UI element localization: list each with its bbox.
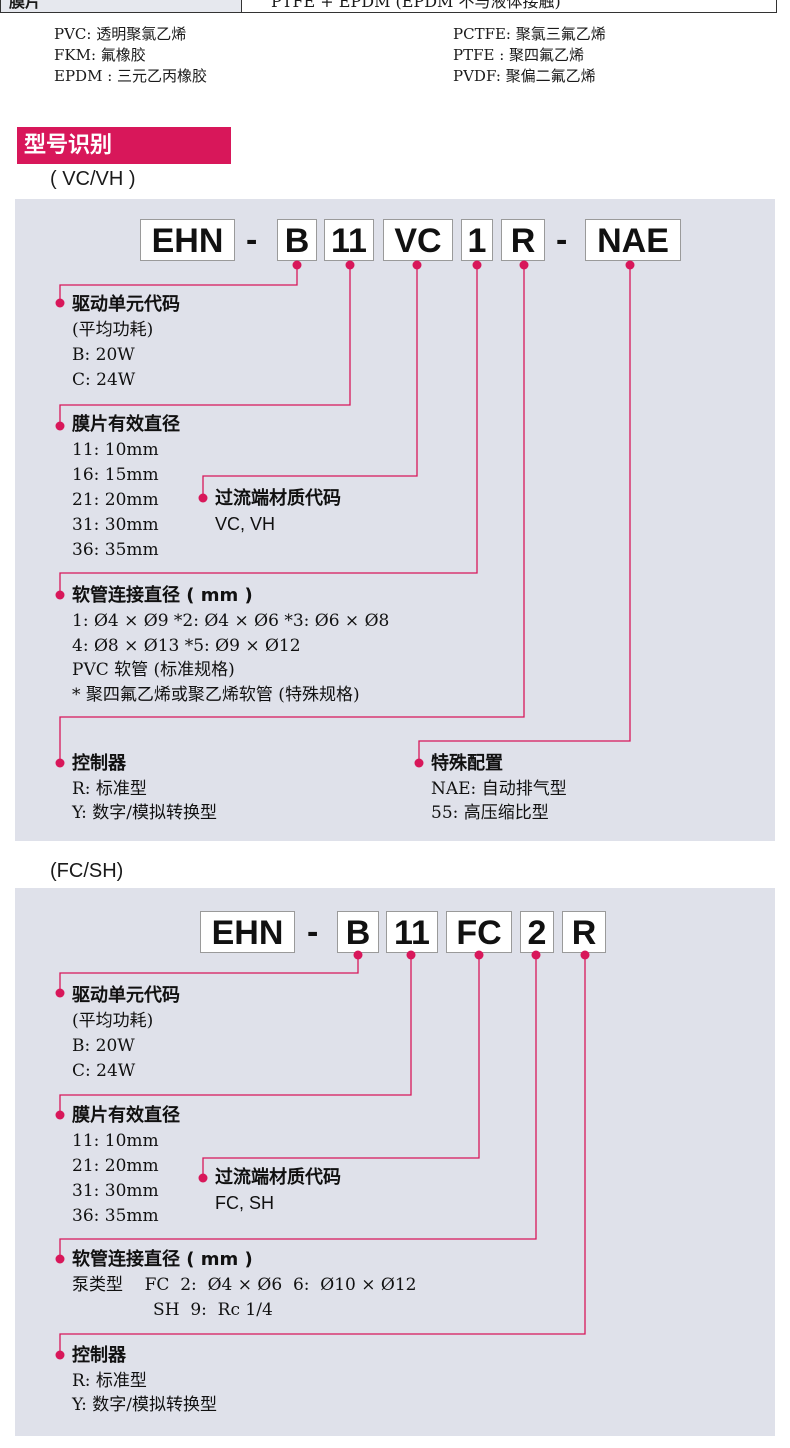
controller-line: R: 标准型 [72,1371,147,1391]
spec-table-label: 膜片 [9,0,42,11]
vcvh-panel [15,199,775,841]
code-series: EHN [200,911,295,953]
code-diaphragm: 11 [324,219,374,261]
code-special: NAE [585,219,681,261]
code-wetted: VC [383,219,453,261]
wetted-material-value: FC, SH [215,1193,275,1213]
section-title: 型号识别 [17,127,231,164]
drive-unit-heading: 驱动单元代码 [72,294,180,315]
diaphragm-line: 31: 30mm [72,1181,159,1201]
abbreviations-right: PCTFE: 聚氯三氟乙烯 PTFE : 聚四氟乙烯 PVDF: 聚偏二氟乙烯 [453,24,606,87]
abbr-item: PCTFE: 聚氯三氟乙烯 [453,25,606,43]
diaphragm-line: 11: 10mm [72,440,159,460]
tube-diameter-line: 4: Ø8 × Ø13 *5: Ø9 × Ø12 [72,636,301,656]
wetted-material-heading: 过流端材质代码 [215,1167,341,1188]
wetted-material-heading: 过流端材质代码 [215,488,341,509]
code-drive: B [277,219,317,261]
controller-heading: 控制器 [72,753,126,774]
drive-unit-line: (平均功耗) [72,1011,154,1031]
code-series: EHN [140,219,235,261]
drive-unit-line: (平均功耗) [72,320,154,340]
code-dash: - [246,221,258,259]
special-config-line: NAE: 自动排气型 [431,779,567,799]
diaphragm-line: 11: 10mm [72,1131,159,1151]
tube-diameter-line: SH 9: Rc 1/4 [72,1300,273,1320]
drive-unit-line: C: 24W [72,1061,136,1081]
diaphragm-line: 36: 35mm [72,1206,159,1226]
controller-heading: 控制器 [72,1345,126,1366]
tube-diameter-line: 泵类型 FC 2: Ø4 × Ø6 6: Ø10 × Ø12 [72,1275,417,1295]
spec-table-row: 膜片 PTFE + EPDM (EPDM 不与液体接触) [0,0,777,13]
abbr-item: PVDF: 聚偏二氟乙烯 [453,67,596,85]
spec-table-label-cell: 膜片 [1,0,242,12]
code-tube: 1 [461,219,493,261]
abbr-item: EPDM : 三元乙丙橡胶 [54,67,208,85]
diaphragm-heading: 膜片有效直径 [72,414,180,435]
fcsh-panel [15,888,775,1436]
code-controller: R [501,219,545,261]
drive-unit-line: C: 24W [72,370,136,390]
abbr-item: PTFE : 聚四氟乙烯 [453,46,585,64]
abbr-item: PVC: 透明聚氯乙烯 [54,25,187,43]
code-dash: - [556,221,568,259]
code-tube: 2 [520,911,554,953]
fcsh-subtitle: (FC/SH) [50,860,124,882]
diaphragm-line: 31: 30mm [72,515,159,535]
tube-diameter-line: PVC 软管 (标准规格) [72,660,235,680]
drive-unit-line: B: 20W [72,1036,135,1056]
tube-diameter-line: * 聚四氟乙烯或聚乙烯软管 (特殊规格) [72,685,360,705]
controller-line: Y: 数字/模拟转换型 [72,803,217,823]
abbr-item: FKM: 氟橡胶 [54,46,146,64]
drive-unit-heading: 驱动单元代码 [72,985,180,1006]
special-config-line: 55: 高压缩比型 [431,803,549,823]
special-config-heading: 特殊配置 [431,753,503,774]
wetted-material-value: VC, VH [215,514,276,534]
controller-line: R: 标准型 [72,779,147,799]
abbreviations-left: PVC: 透明聚氯乙烯 FKM: 氟橡胶 EPDM : 三元乙丙橡胶 [54,24,207,87]
tube-diameter-heading: 软管连接直径 ( mm ) [72,585,253,606]
code-drive: B [337,911,379,953]
controller-line: Y: 数字/模拟转换型 [72,1395,217,1415]
diaphragm-line: 21: 20mm [72,490,159,510]
code-dash: - [307,913,319,951]
diaphragm-heading: 膜片有效直径 [72,1105,180,1126]
code-controller: R [562,911,606,953]
tube-diameter-heading: 软管连接直径 ( mm ) [72,1249,253,1270]
spec-table-value: PTFE + EPDM (EPDM 不与液体接触) [271,0,561,11]
drive-unit-line: B: 20W [72,345,135,365]
diaphragm-line: 16: 15mm [72,465,159,485]
diaphragm-line: 36: 35mm [72,540,159,560]
tube-diameter-line: 1: Ø4 × Ø9 *2: Ø4 × Ø6 *3: Ø6 × Ø8 [72,611,390,631]
vcvh-subtitle: ( VC/VH ) [50,168,136,190]
code-wetted: FC [446,911,512,953]
diaphragm-line: 21: 20mm [72,1156,159,1176]
